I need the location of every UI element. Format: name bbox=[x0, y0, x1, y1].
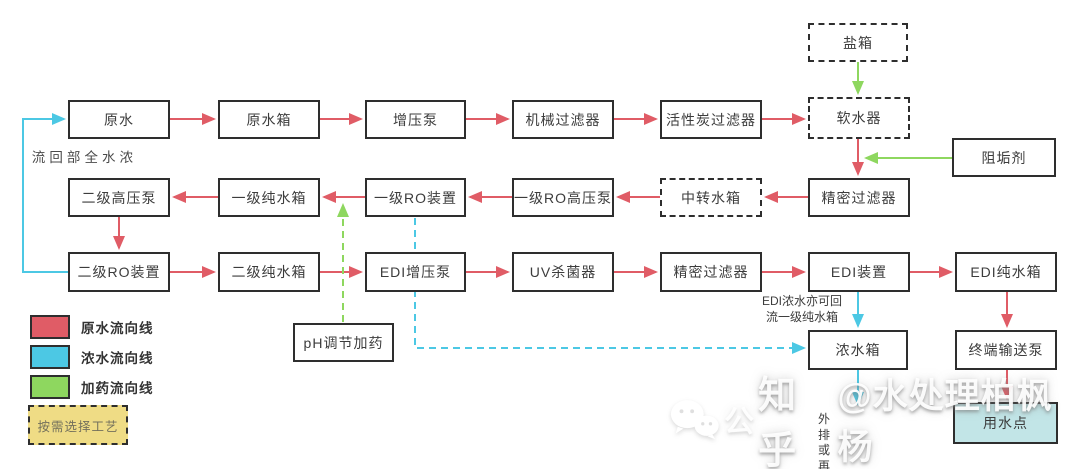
node-mechanical-filter: 机械过滤器 bbox=[512, 100, 614, 139]
node-terminal-pump: 终端输送泵 bbox=[955, 330, 1057, 370]
legend: 原水流向线浓水流向线加药流向线 bbox=[30, 314, 154, 404]
node-raw-water-tank: 原水箱 bbox=[218, 100, 320, 139]
node-edi-booster-pump: EDI增压泵 bbox=[365, 252, 466, 292]
node-ro1-unit: 一级RO装置 bbox=[365, 178, 466, 217]
node-edi-pure-tank: EDI纯水箱 bbox=[955, 252, 1057, 292]
node-ph-dosing: pH调节加药 bbox=[293, 323, 394, 362]
node-salt-tank: 盐箱 bbox=[808, 23, 908, 62]
node-edi-unit: EDI装置 bbox=[808, 252, 910, 292]
node-antiscalant: 阻垢剂 bbox=[952, 138, 1056, 177]
label-edi-concentrate-note: EDI浓水亦可回 流一级纯水箱 bbox=[761, 294, 842, 324]
node-uv-sterilizer: UV杀菌器 bbox=[512, 252, 614, 292]
node-precision-filter-1: 精密过滤器 bbox=[808, 178, 910, 217]
legend-label: 浓水流向线 bbox=[81, 351, 154, 366]
node-raw-water: 原水 bbox=[68, 100, 170, 139]
node-carbon-filter: 活性炭过滤器 bbox=[660, 100, 762, 139]
node-softener: 软水器 bbox=[808, 97, 910, 139]
node-use-point: 用水点 bbox=[953, 402, 1058, 444]
node-pure-tank-1: 一级纯水箱 bbox=[218, 178, 320, 217]
node-precision-filter-2: 精密过滤器 bbox=[660, 252, 762, 292]
legend-item-red: 原水流向线 bbox=[30, 314, 154, 340]
edge-ro2-concentrate-reflux bbox=[22, 113, 68, 273]
node-booster-pump: 增压泵 bbox=[365, 100, 466, 139]
legend-swatch-green bbox=[30, 375, 70, 399]
legend-label: 原水流向线 bbox=[81, 321, 154, 336]
legend-items: 原水流向线浓水流向线加药流向线 bbox=[30, 314, 154, 400]
legend-item-cyan: 浓水流向线 bbox=[30, 344, 154, 370]
node-concentrate-tank: 浓水箱 bbox=[808, 330, 908, 370]
label-concentrate-full-reflux: 浓水全部回流 bbox=[29, 150, 133, 171]
edge-ro1-concentrate-to-tank bbox=[414, 218, 806, 354]
node-ro1-hp-pump: 一级RO高压泵 bbox=[512, 178, 614, 217]
node-hp-pump-2: 二级高压泵 bbox=[68, 178, 170, 217]
legend-swatch-cyan bbox=[30, 345, 70, 369]
node-transfer-tank: 中转水箱 bbox=[660, 178, 762, 217]
optional-process-note: 按需选择工艺 bbox=[28, 405, 128, 445]
node-ro2-unit: 二级RO装置 bbox=[68, 252, 170, 292]
node-pure-tank-2: 二级纯水箱 bbox=[218, 252, 320, 292]
legend-label: 加药流向线 bbox=[81, 381, 154, 396]
label-discharge-or-reuse: 外排或再利用 bbox=[818, 412, 831, 469]
legend-item-green: 加药流向线 bbox=[30, 374, 154, 400]
legend-swatch-red bbox=[30, 315, 70, 339]
